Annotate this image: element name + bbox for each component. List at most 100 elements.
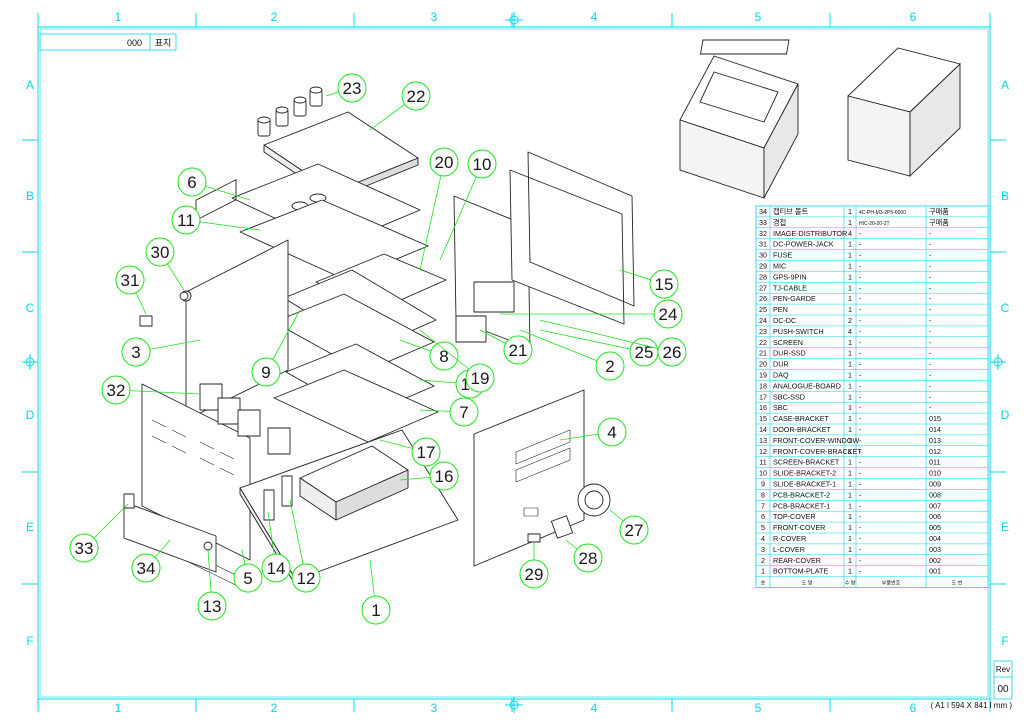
balloon-10: 10 xyxy=(439,149,497,261)
bom-cell-note: - xyxy=(929,316,932,325)
zone-row-left-b: B xyxy=(26,189,34,203)
balloon-circle xyxy=(251,357,281,387)
balloon-label: 33 xyxy=(75,539,94,558)
bom-cell-note: - xyxy=(929,327,932,336)
zone-col-bottom-5: 5 xyxy=(755,701,762,715)
bom-cell-note: 013 xyxy=(929,436,941,445)
balloon-27: 27 xyxy=(609,509,649,545)
bom-cell-name: L-COVER xyxy=(773,545,805,554)
bom-cell-qty: 1 xyxy=(848,283,852,292)
bom-cell-no: 14 xyxy=(759,425,767,434)
bom-cell-part: - xyxy=(859,425,862,434)
bom-cell-qty: 1 xyxy=(848,207,852,216)
bom-cell-name: DC-POWER-JACK xyxy=(773,240,834,249)
balloon-circle xyxy=(429,147,459,177)
bom-cell-no: 30 xyxy=(759,251,767,260)
bom-cell-name: PUSH-SWITCH xyxy=(773,327,824,336)
bom-cell-part: - xyxy=(859,381,862,390)
bom-footer-note: 도 번 xyxy=(952,580,963,587)
bom-cell-name: 캡티브 볼트 xyxy=(773,207,808,216)
zone-row-left-d: D xyxy=(26,408,35,422)
bom-cell-qty: 1 xyxy=(848,534,852,543)
zone-col-top-5: 5 xyxy=(755,10,762,24)
balloon-label: 13 xyxy=(203,597,222,616)
balloon-circle xyxy=(121,337,151,367)
bom-cell-no: 1 xyxy=(761,567,765,576)
bom-cell-no: 12 xyxy=(759,447,767,456)
bom-cell-note: 010 xyxy=(929,469,941,478)
bom-cell-qty: 1 xyxy=(848,381,852,390)
bom-cell-name: FRONT-COVER-BRACKET xyxy=(773,447,862,456)
bom-cell-qty: 1 xyxy=(848,403,852,412)
bom-cell-part: - xyxy=(859,349,862,358)
bom-cell-no: 31 xyxy=(759,240,767,249)
balloon-label: 8 xyxy=(439,347,448,366)
bom-cell-note: - xyxy=(929,403,932,412)
bom-cell-note: - xyxy=(929,251,932,260)
bom-cell-qty: 2 xyxy=(848,316,852,325)
bom-cell-qty: 1 xyxy=(848,545,852,554)
bom-cell-note: 012 xyxy=(929,447,941,456)
bom-cell-part: - xyxy=(859,534,862,543)
front-cover-part xyxy=(141,383,251,561)
bom-cell-name: SLIDE-BRACKET-2 xyxy=(773,469,836,478)
balloon-23: 23 xyxy=(325,73,367,103)
bom-cell-name: DOOR-BRACKET xyxy=(773,425,832,434)
bom-cell-qty: 4 xyxy=(848,327,852,336)
bom-cell-name: BOTTOM-PLATE xyxy=(773,567,828,576)
bom-cell-no: 25 xyxy=(759,305,767,314)
tj-cable-part xyxy=(577,483,611,517)
door-bracket-part xyxy=(263,489,275,521)
balloon-label: 15 xyxy=(655,275,674,294)
balloon-circle xyxy=(573,543,603,573)
bom-cell-name: REAR-COVER xyxy=(773,556,821,565)
balloon-5: 5 xyxy=(233,549,263,593)
balloon-label: 34 xyxy=(137,559,156,578)
bom-cell-part: - xyxy=(859,447,862,456)
image-distributor-parts xyxy=(199,383,291,455)
bom-cell-part: - xyxy=(859,360,862,369)
bom-cell-no: 5 xyxy=(761,523,765,532)
iso-view-closed xyxy=(847,47,961,178)
balloon-circle xyxy=(597,417,627,447)
balloon-circle xyxy=(131,553,161,583)
balloon-9: 9 xyxy=(251,309,301,387)
balloon-25: 25 xyxy=(539,329,659,367)
zone-col-bottom-4: 4 xyxy=(591,701,598,715)
bom-cell-part: HIC-20-20-2T xyxy=(859,221,890,227)
bom-cell-note: - xyxy=(929,349,932,358)
balloon-19: 19 xyxy=(419,329,495,393)
zone-col-top-3: 3 xyxy=(431,10,438,24)
balloon-circle xyxy=(429,461,459,491)
balloon-label: 14 xyxy=(267,559,286,578)
balloon-label: 30 xyxy=(151,243,170,262)
bom-cell-part: - xyxy=(859,501,862,510)
balloon-13: 13 xyxy=(197,549,227,621)
balloon-label: 19 xyxy=(471,369,490,388)
balloon-label: 31 xyxy=(121,271,140,290)
drawing-number-box: 000 표지 xyxy=(39,33,177,51)
bom-cell-part: - xyxy=(859,403,862,412)
balloon-circle xyxy=(197,591,227,621)
balloon-15: 15 xyxy=(619,269,679,299)
balloon-21: 21 xyxy=(479,329,533,365)
bom-cell-no: 4 xyxy=(761,534,765,543)
bom-cell-no: 28 xyxy=(759,272,767,281)
bom-footer-part: 부품번호 xyxy=(882,580,901,587)
balloon-label: 4 xyxy=(607,423,616,442)
bom-cell-note: 007 xyxy=(929,501,941,510)
balloon-2: 2 xyxy=(519,329,625,381)
balloon-circle xyxy=(291,563,321,593)
dc-dc-part xyxy=(473,281,515,313)
